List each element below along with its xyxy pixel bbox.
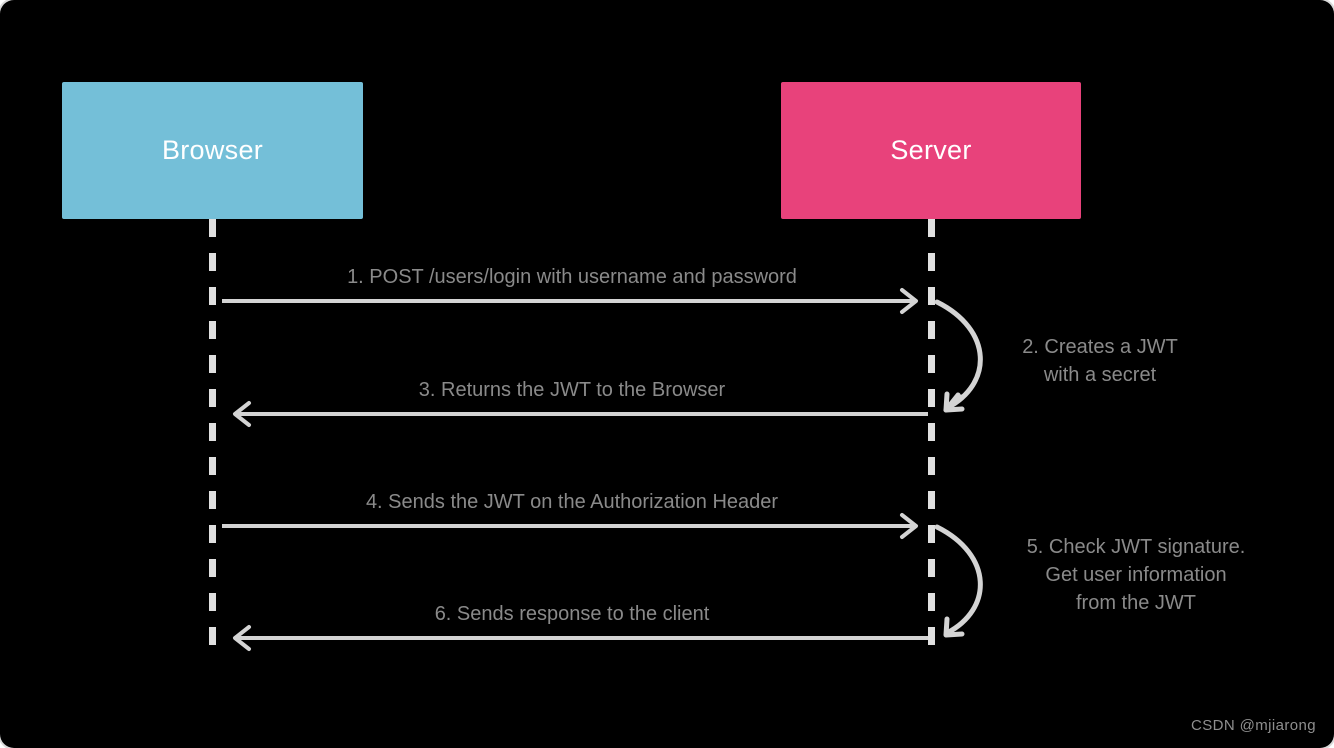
- message-arrow-4-right: [222, 513, 918, 539]
- self-note-2: 2. Creates a JWT with a secret: [1000, 333, 1200, 389]
- self-note-2-line-1: 2. Creates a JWT: [1022, 336, 1178, 358]
- lifeline-server: [928, 219, 935, 649]
- lifeline-browser: [209, 219, 216, 649]
- actor-box-server: Server: [781, 82, 1081, 219]
- self-loop-arrow-2: [934, 299, 983, 413]
- actor-label-browser: Browser: [161, 135, 264, 165]
- self-note-5-line-2: Get user information: [1045, 564, 1227, 586]
- message-arrow-6-left: [233, 625, 928, 651]
- watermark: CSDN @mjiarong: [1190, 717, 1316, 734]
- message-arrow-1-right: [222, 288, 918, 314]
- self-note-2-line-2: with a secret: [1043, 364, 1157, 386]
- actor-label-server: Server: [890, 135, 972, 165]
- self-note-5-line-1: 5. Check JWT signature.: [1026, 536, 1246, 558]
- self-note-5: 5. Check JWT signature. Get user informa…: [1006, 533, 1266, 617]
- self-note-5-line-3: from the JWT: [1075, 592, 1196, 614]
- actor-box-browser: Browser: [62, 82, 363, 219]
- message-label-4: 4. Sends the JWT on the Authorization He…: [365, 491, 779, 513]
- message-label-6: 6. Sends response to the client: [434, 603, 710, 625]
- message-label-1: 1. POST /users/login with username and p…: [347, 266, 797, 288]
- self-loop-arrow-5: [934, 524, 983, 638]
- message-label-3: 3. Returns the JWT to the Browser: [418, 379, 726, 401]
- message-arrow-3-left: [233, 401, 928, 427]
